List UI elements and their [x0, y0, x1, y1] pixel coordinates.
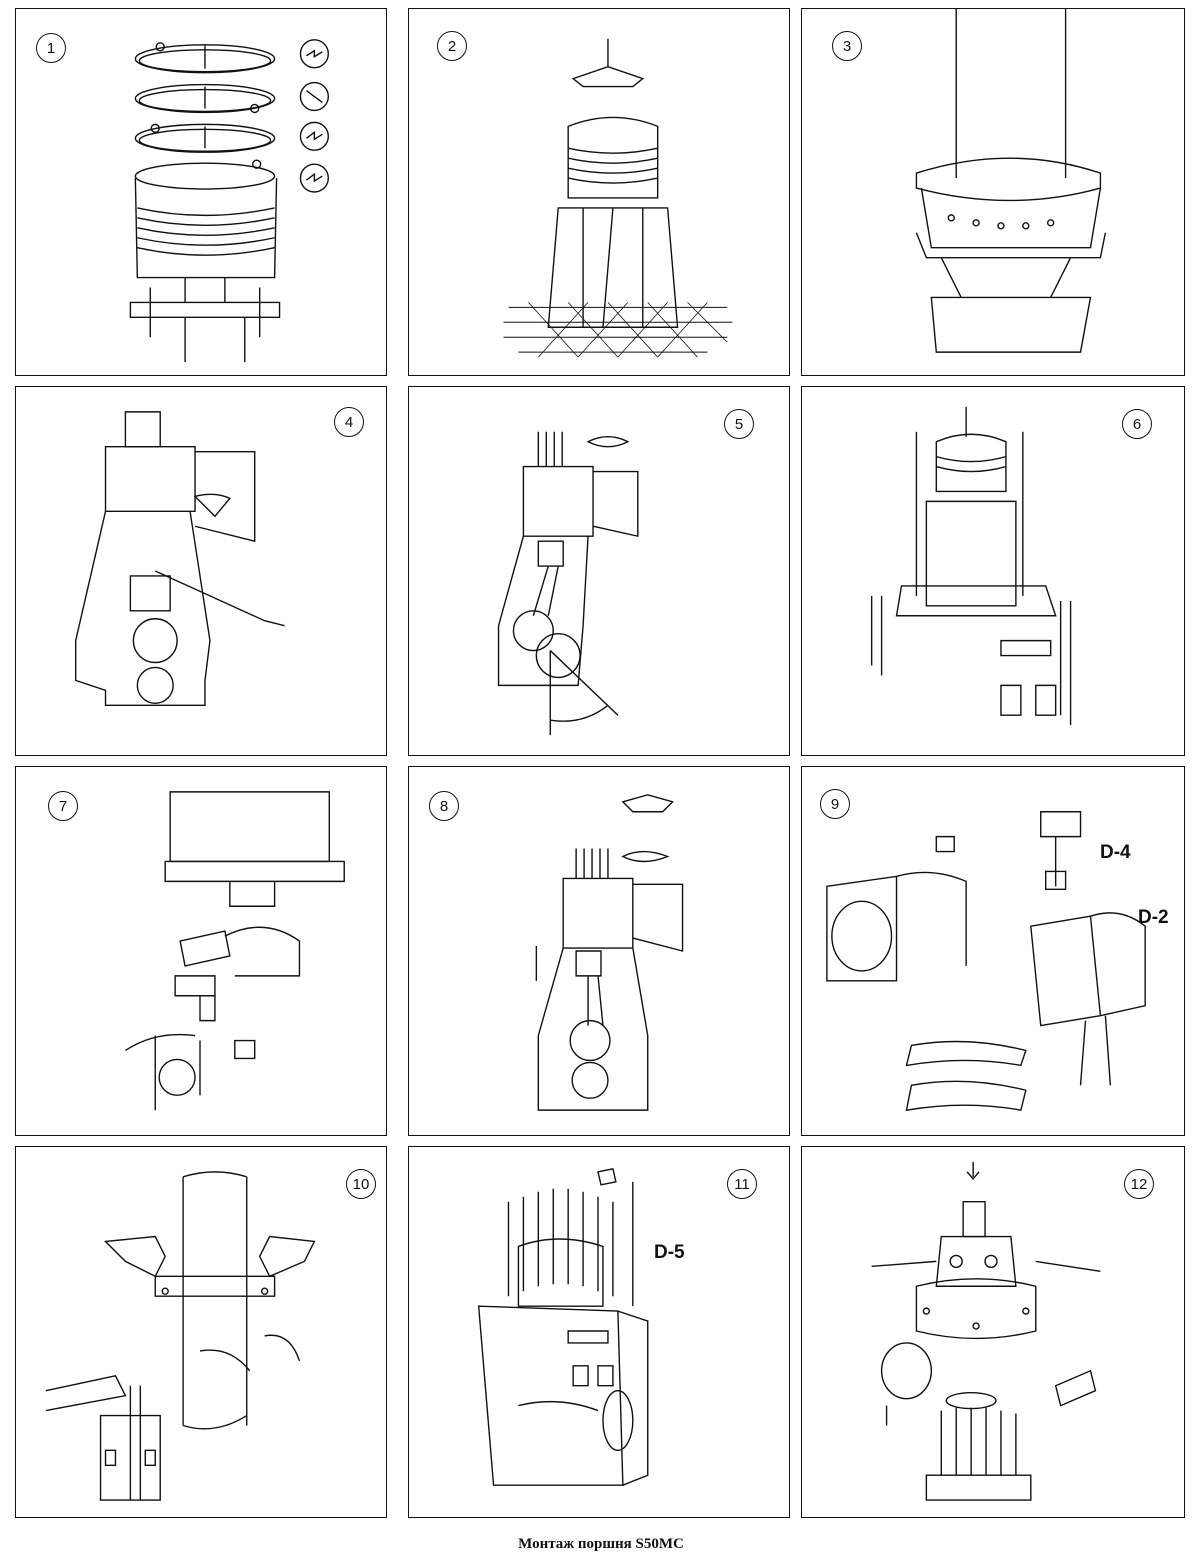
step-number: 7 — [48, 791, 78, 821]
piston-rod-in-stuffing-box-illustration — [802, 9, 1184, 375]
tool-label-d2: D-2 — [1138, 907, 1169, 928]
step-panel-3: 3 — [801, 8, 1185, 376]
step-number: 12 — [1124, 1169, 1154, 1199]
tool-label-d5: D-5 — [654, 1242, 685, 1263]
step-panel-10: 10 — [15, 1146, 387, 1518]
step-number: 10 — [346, 1169, 376, 1199]
step-number: 5 — [724, 409, 754, 439]
step-number: 3 — [832, 31, 862, 61]
step-panel-9: 9 D-4 D-2 — [801, 766, 1185, 1136]
step-panel-2: 2 — [408, 8, 790, 376]
step-number: 11 — [727, 1169, 757, 1199]
step-number: 8 — [429, 791, 459, 821]
step-number: 1 — [36, 33, 66, 63]
step-number: 6 — [1122, 409, 1152, 439]
step-panel-7: 7 — [15, 766, 387, 1136]
piston-lowered-into-liner-illustration — [802, 387, 1184, 755]
piston-on-stand-illustration — [409, 9, 789, 375]
engine-frame-crank-illustration — [16, 387, 386, 755]
figure-caption: Монтаж поршня S50MC — [518, 1536, 684, 1552]
engine-frame-lifting-tool-illustration — [409, 767, 789, 1135]
step-number: 9 — [820, 789, 850, 819]
tool-label-d4: D-4 — [1100, 842, 1131, 863]
step-panel-4: 4 — [15, 386, 387, 756]
step-panel-1: 1 — [15, 8, 387, 376]
step-panel-12: 12 — [801, 1146, 1185, 1518]
step-number: 2 — [437, 31, 467, 61]
piston-rings-illustration — [16, 9, 386, 375]
step-panel-8: 8 — [408, 766, 790, 1136]
connecting-rod-turning-illustration — [409, 387, 789, 755]
step-number: 4 — [334, 407, 364, 437]
crosshead-bolts-tightening-illustration — [802, 767, 1184, 1135]
step-panel-6: 6 — [801, 386, 1185, 756]
step-panel-11: 11 D-5 — [408, 1146, 790, 1518]
crosshead-bearing-illustration — [16, 767, 386, 1135]
stuffing-box-section-illustration — [16, 1147, 386, 1517]
hydraulic-tightening-illustration — [802, 1147, 1184, 1517]
cylinder-cover-studs-illustration — [409, 1147, 789, 1517]
step-panel-5: 5 — [408, 386, 790, 756]
